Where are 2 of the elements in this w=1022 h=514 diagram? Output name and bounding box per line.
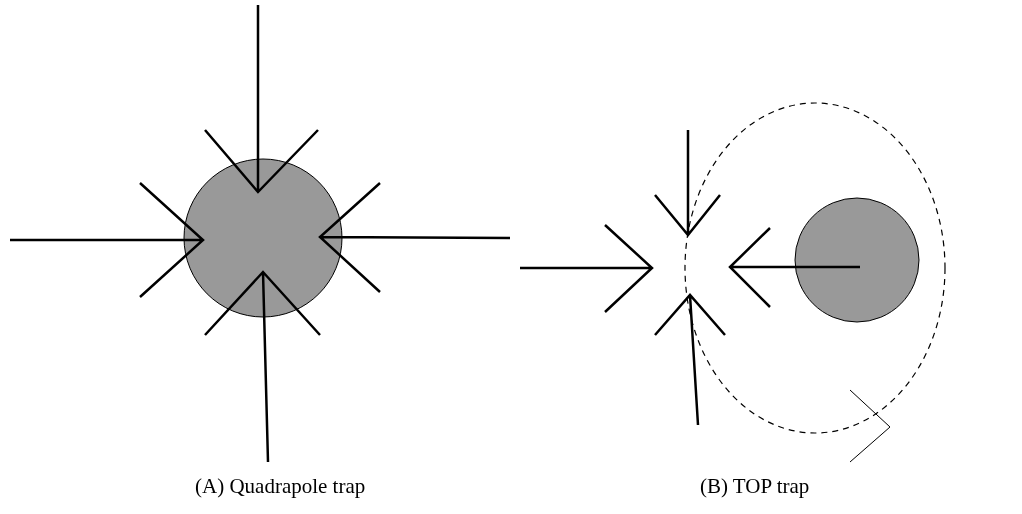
caption: (B) TOP trap	[700, 474, 810, 499]
caption: (A) Quadrapole trap	[195, 474, 366, 499]
